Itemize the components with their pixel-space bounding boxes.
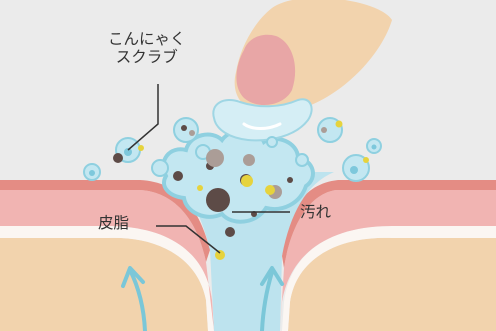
scrub-label-line2: スクラブ [108, 48, 186, 66]
dirt-particle [287, 177, 293, 183]
sebum-particle [363, 157, 369, 163]
scrub-label-line1: こんにゃく [108, 30, 186, 48]
sebum-particle [265, 185, 275, 195]
dirt-particle [321, 127, 327, 133]
bubble [152, 160, 168, 176]
bubble-core [372, 145, 377, 150]
bubble [296, 154, 308, 166]
dirt-label: 汚れ [300, 203, 331, 221]
bubble-core [350, 166, 358, 174]
scrub-label: こんにゃく スクラブ [108, 30, 186, 66]
dirt-particle [206, 149, 224, 167]
sebum-particle [197, 185, 203, 191]
bubble [267, 137, 277, 147]
dirt-particle [243, 154, 255, 166]
scrub-blob [213, 99, 311, 140]
dirt-particle [181, 125, 187, 131]
dirt-particle [173, 171, 183, 181]
sebum-particle [241, 175, 253, 187]
dirt-particle [206, 188, 230, 212]
dirt-particle [189, 130, 195, 136]
bubble-core [89, 170, 95, 176]
dirt-particle [225, 227, 235, 237]
sebum-particle [215, 250, 225, 260]
dirt-particle [113, 153, 123, 163]
sebum-label: 皮脂 [98, 214, 129, 232]
sebum-particle [138, 145, 144, 151]
sebum-particle [336, 121, 343, 128]
